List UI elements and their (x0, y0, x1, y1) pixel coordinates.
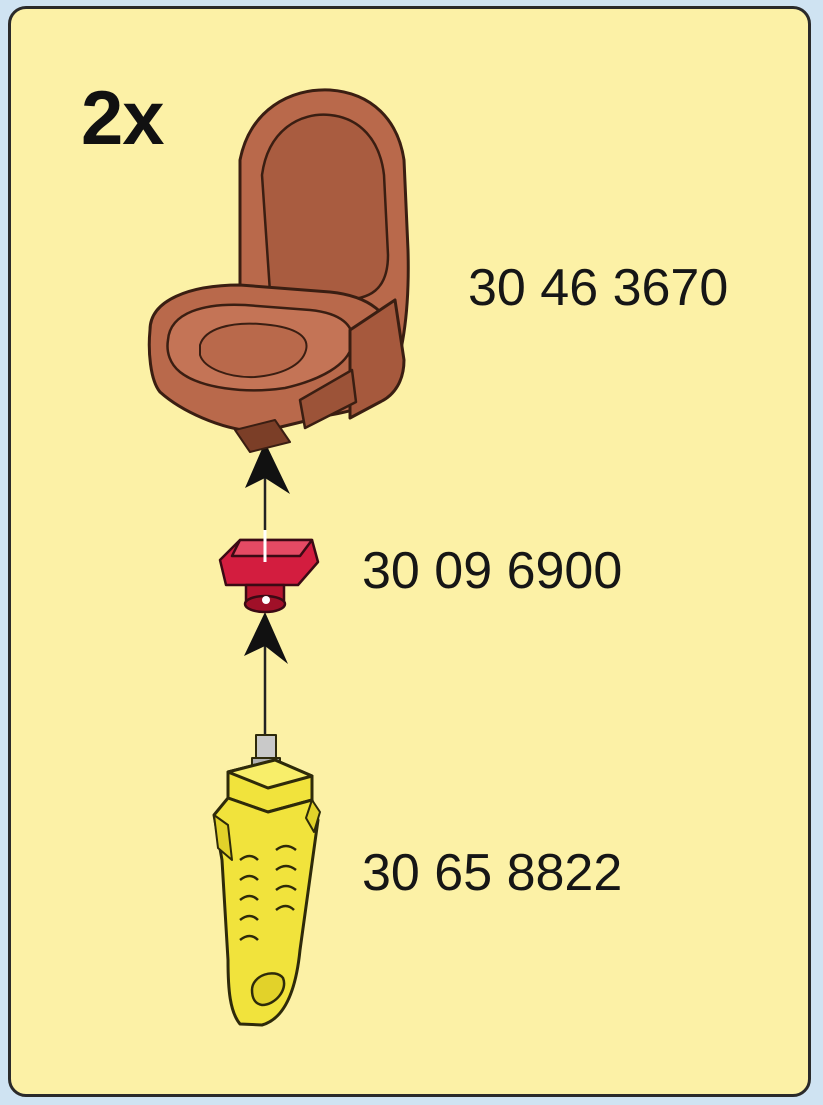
part-number-seat: 30 46 3670 (468, 262, 728, 314)
mounting-peg-icon (214, 735, 320, 1025)
seat-icon (149, 90, 408, 452)
connector-icon (220, 530, 318, 612)
part-number-mounting-peg: 30 65 8822 (362, 847, 622, 899)
part-number-connector: 30 09 6900 (362, 545, 622, 597)
